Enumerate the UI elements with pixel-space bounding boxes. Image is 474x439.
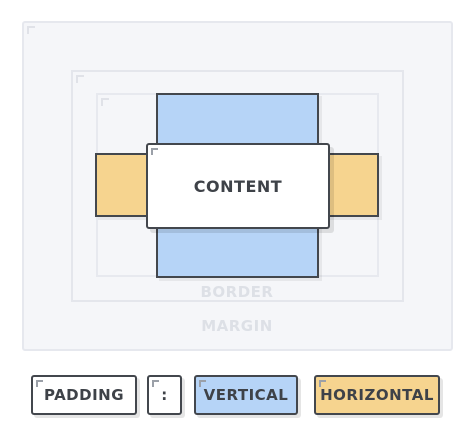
padding-corner-mark [101, 98, 109, 106]
content-box: CONTENT [146, 143, 330, 229]
legend-padding-label: PADDING [43, 386, 125, 404]
border-label: BORDER [200, 283, 274, 301]
margin-corner-mark [27, 26, 35, 34]
legend-horizontal-corner-mark [319, 380, 326, 387]
legend-horizontal-label: HORIZONTAL [320, 386, 434, 404]
margin-label: MARGIN [201, 317, 273, 335]
legend-padding: PADDING [31, 375, 137, 415]
legend-horizontal: HORIZONTAL [314, 375, 440, 415]
horizontal-padding-left [95, 153, 155, 217]
legend-vertical: VERTICAL [194, 375, 298, 415]
legend-vertical-label: VERTICAL [203, 386, 289, 404]
legend-separator-label: : [161, 386, 168, 404]
legend-separator-corner-mark [152, 380, 159, 387]
border-corner-mark [76, 75, 84, 83]
vertical-padding-top [156, 93, 319, 149]
legend-vertical-corner-mark [199, 380, 206, 387]
horizontal-padding-right [321, 153, 379, 217]
content-corner-mark [151, 148, 158, 155]
content-label: CONTENT [193, 176, 283, 196]
legend-padding-corner-mark [36, 380, 43, 387]
